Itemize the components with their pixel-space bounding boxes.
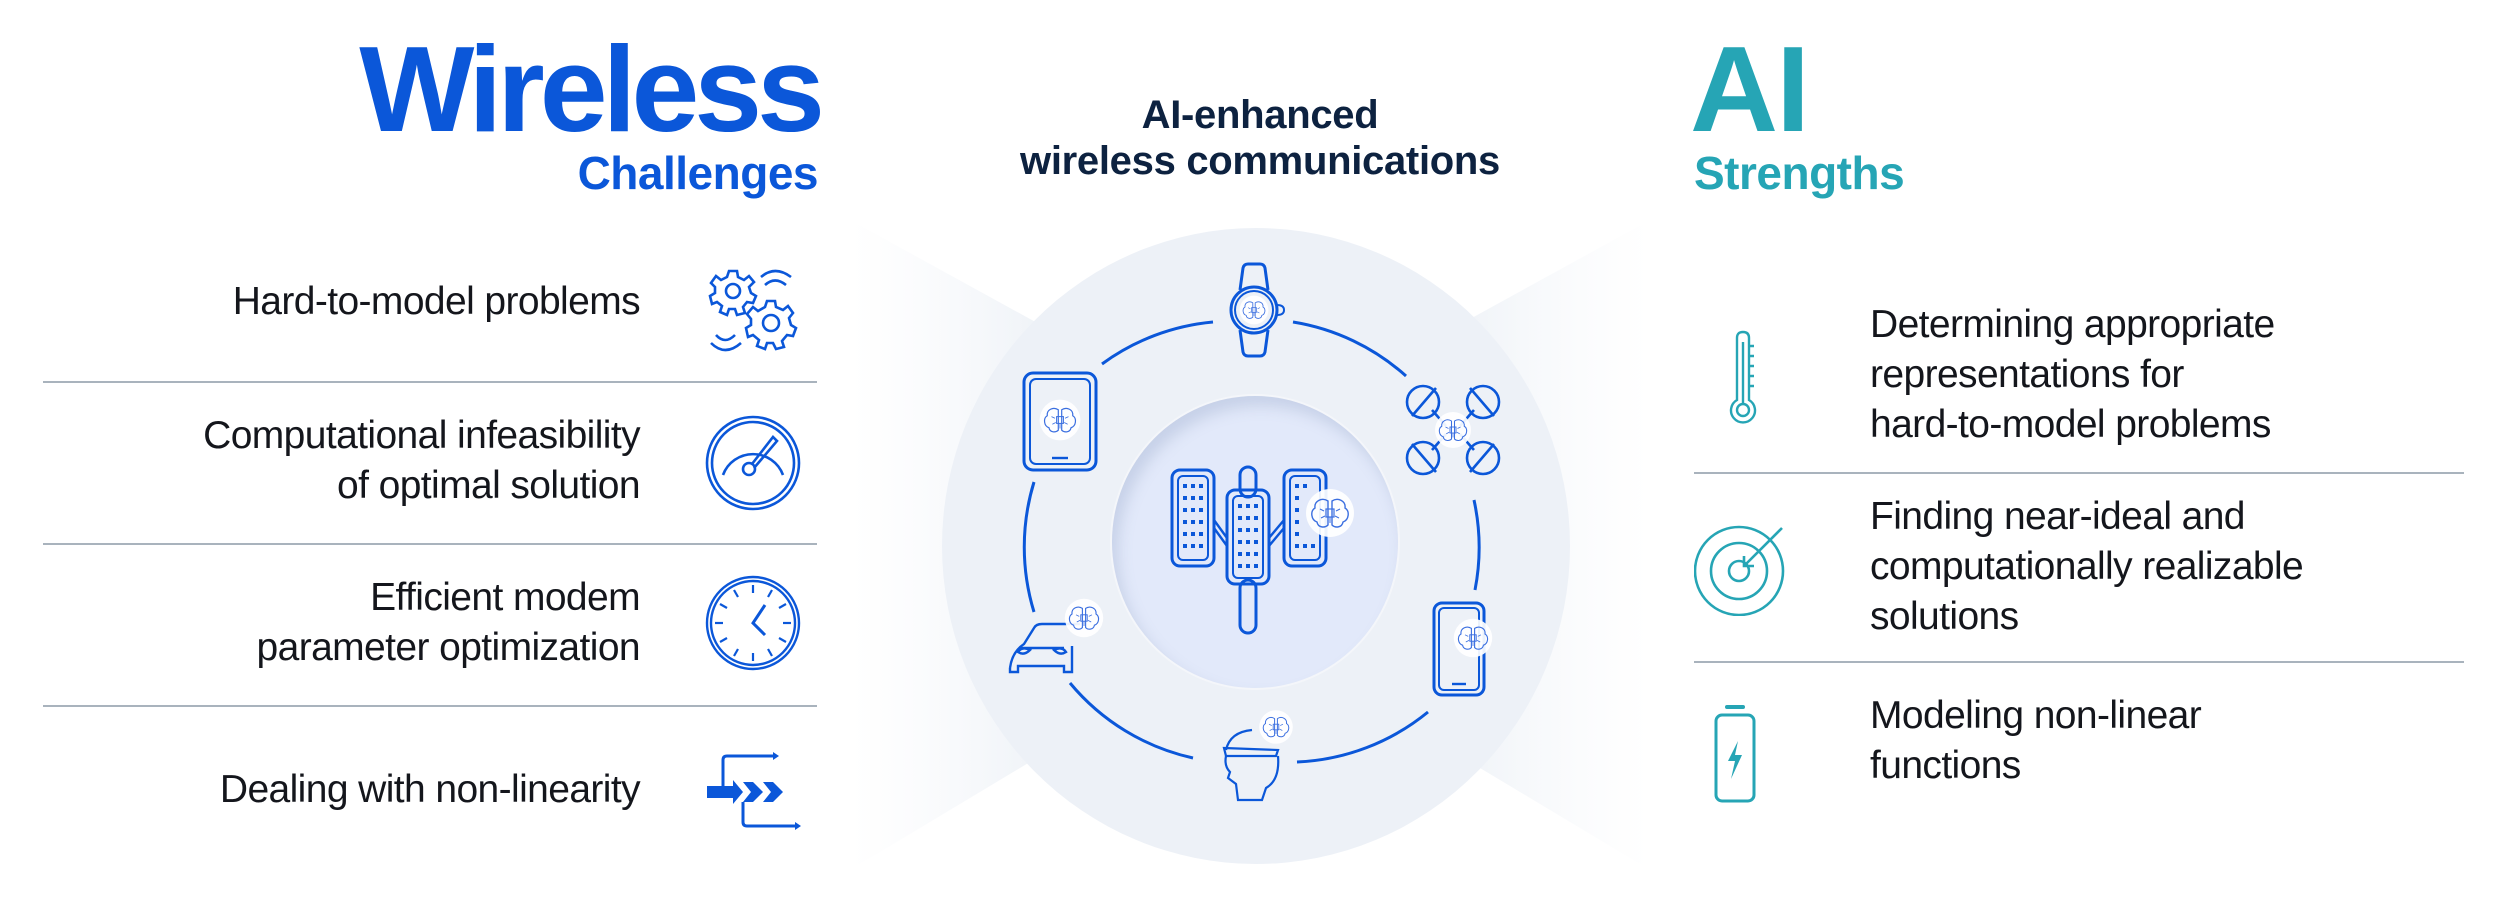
clock-icon xyxy=(705,575,801,671)
center-title-line1: AI-enhanced xyxy=(1141,93,1379,137)
strength-item: Modeling non-linear functions xyxy=(1694,663,2464,823)
wireless-title: Wireless xyxy=(359,21,825,157)
divider xyxy=(1694,472,2464,474)
strength-text: Finding near-ideal and computationally r… xyxy=(1870,495,2304,638)
center-title: AI-enhanced wireless communications xyxy=(950,92,1570,184)
challenge-item: Computational infeasibility of optimal s… xyxy=(43,383,817,543)
strength-text: Modeling non-linear functions xyxy=(1870,694,2202,787)
satellite-icon xyxy=(1170,465,1356,635)
strength-item: Determining appropriate representations … xyxy=(1694,290,2464,470)
smartwatch-icon xyxy=(1229,262,1286,358)
challenge-text: Computational infeasibility of optimal s… xyxy=(203,414,640,507)
center-title-line2: wireless communications xyxy=(1020,139,1500,183)
challenge-text: Hard-to-model problems xyxy=(232,280,641,323)
divider xyxy=(43,381,817,383)
device-ring xyxy=(1008,262,1501,802)
challenge-text: Efficient modem parameter optimization xyxy=(256,576,641,669)
strength-text: Determining appropriate representations … xyxy=(1870,303,2275,446)
ai-title: AI xyxy=(1690,21,1810,157)
battery-charging-icon xyxy=(1714,705,1756,803)
challenge-text: Dealing with non-linearity xyxy=(219,768,641,811)
thermometer-icon xyxy=(1729,330,1757,424)
divider xyxy=(1694,661,2464,663)
strength-item: Finding near-ideal and computationally r… xyxy=(1694,474,2464,659)
branching-arrows-icon xyxy=(707,752,801,830)
divider xyxy=(43,705,817,707)
tablet-icon xyxy=(1022,371,1098,472)
ring-arcs xyxy=(1022,320,1481,764)
challenge-item: Dealing with non-linearity xyxy=(43,707,817,857)
smartphone-icon xyxy=(1432,601,1494,697)
car-icon xyxy=(1008,597,1105,674)
challenges-subtitle: Challenges xyxy=(577,147,819,199)
strengths-subtitle: Strengths xyxy=(1694,147,1905,199)
speedometer-icon xyxy=(705,415,801,511)
challenge-item: Efficient modem parameter optimization xyxy=(43,545,817,705)
divider xyxy=(43,543,817,545)
target-icon xyxy=(1694,525,1785,616)
challenge-item: Hard-to-model problems xyxy=(43,255,817,365)
drone-icon xyxy=(1405,384,1501,476)
gears-wireless-icon xyxy=(708,269,798,352)
vr-headset-icon xyxy=(1222,709,1294,802)
